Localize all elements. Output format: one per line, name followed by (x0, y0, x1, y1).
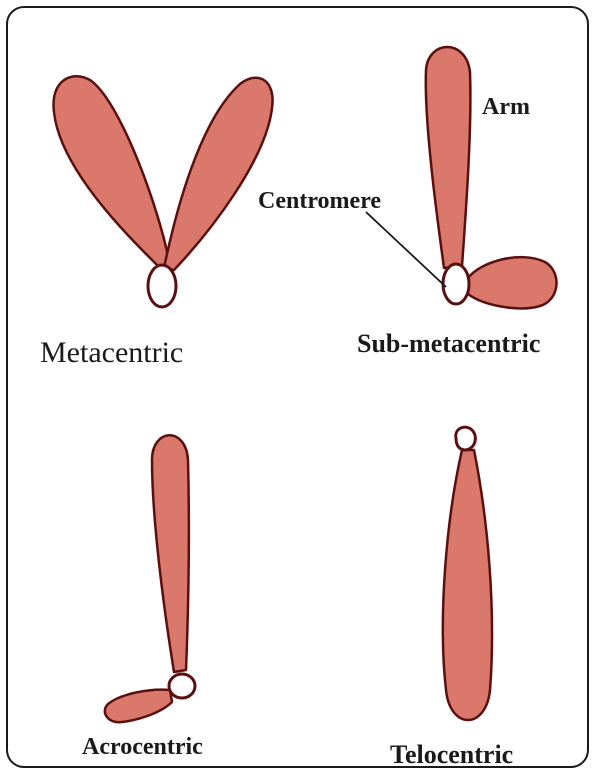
label-metacentric: Metacentric (40, 336, 183, 369)
label-centromere: Centromere (258, 188, 381, 214)
sub-metacentric-centromere (443, 264, 469, 304)
acrocentric-centromere (169, 674, 195, 698)
centromere-pointer-line (366, 212, 446, 287)
acrocentric-chromosome (105, 435, 195, 722)
telocentric-centromere (456, 427, 476, 450)
telocentric-arm (443, 450, 492, 720)
label-sub-metacentric: Sub-metacentric (357, 329, 540, 358)
acrocentric-short-arm (105, 690, 172, 723)
telocentric-chromosome (443, 427, 492, 720)
sub-metacentric-long-arm (426, 47, 471, 268)
acrocentric-long-arm (152, 435, 189, 672)
sub-metacentric-chromosome (426, 47, 557, 308)
label-acrocentric: Acrocentric (82, 734, 203, 760)
metacentric-centromere (148, 265, 176, 307)
label-arm: Arm (482, 94, 530, 120)
metacentric-left-arm (54, 76, 170, 268)
metacentric-chromosome (54, 76, 273, 307)
metacentric-right-arm (164, 78, 273, 270)
sub-metacentric-short-arm (468, 257, 556, 308)
label-telocentric: Telocentric (390, 740, 513, 769)
